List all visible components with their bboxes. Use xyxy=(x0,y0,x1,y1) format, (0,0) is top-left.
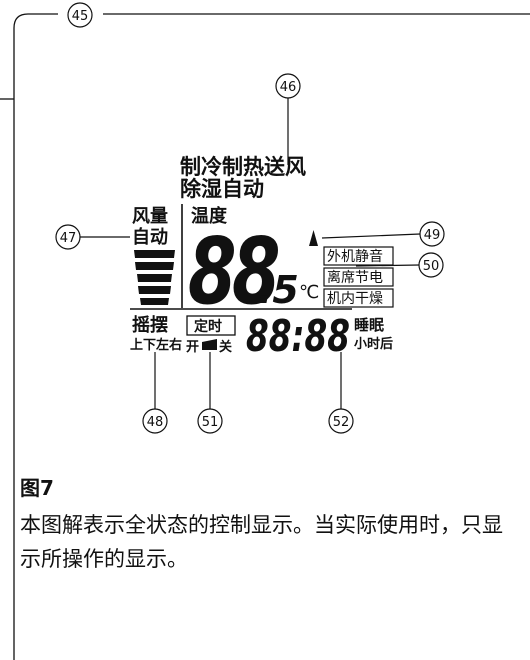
callout-45: 45 xyxy=(67,2,93,28)
triangle-indicator xyxy=(309,230,318,246)
box-inner-dry: 机内干燥 xyxy=(323,288,394,308)
fan-label: 风量 xyxy=(132,205,168,227)
temp-unit: ℃ xyxy=(299,282,319,303)
svg-text:45: 45 xyxy=(72,9,89,24)
outer-frame xyxy=(13,13,530,660)
callout-50: 50 xyxy=(418,252,444,278)
mode-line-2: 除湿自动 xyxy=(180,177,264,201)
timer-toggle-icon xyxy=(202,339,217,350)
svg-text:46: 46 xyxy=(280,80,297,95)
svg-text:52: 52 xyxy=(333,415,350,430)
leader-49 xyxy=(321,233,421,239)
swing-label: 摇摆 xyxy=(132,314,168,336)
svg-text:49: 49 xyxy=(424,228,441,243)
callout-47: 47 xyxy=(55,224,81,250)
svg-text:51: 51 xyxy=(202,415,219,430)
hours-after-label: 小时后 xyxy=(354,336,393,352)
svg-text:定时: 定时 xyxy=(194,318,222,335)
temp-digits: 88 xyxy=(188,218,278,325)
svg-text:47: 47 xyxy=(60,231,77,246)
fan-speed-bars xyxy=(134,250,175,305)
temp-decimal: .5 xyxy=(258,268,299,312)
timer-on-label: 开 xyxy=(186,340,199,355)
timer-box: 定时 xyxy=(186,315,236,336)
svg-text:外机静音: 外机静音 xyxy=(327,248,383,265)
svg-text:离席节电: 离席节电 xyxy=(327,269,383,286)
callout-49: 49 xyxy=(419,221,445,247)
figure-title: 图7 xyxy=(20,476,54,500)
callout-52: 52 xyxy=(328,408,354,434)
callout-48: 48 xyxy=(142,408,168,434)
svg-text:48: 48 xyxy=(147,415,164,430)
box-outdoor-quiet: 外机静音 xyxy=(323,246,394,266)
temp-label: 温度 xyxy=(191,205,228,227)
callout-51: 51 xyxy=(197,408,223,434)
svg-text:50: 50 xyxy=(423,259,440,274)
callout-46: 46 xyxy=(275,73,301,99)
box-away-save: 离席节电 xyxy=(323,267,394,287)
leader-50 xyxy=(355,264,420,267)
time-digits: 88:88 xyxy=(246,311,350,362)
sleep-label: 睡眠 xyxy=(354,316,384,334)
swing-directions: 上下左右 xyxy=(130,337,182,353)
svg-text:机内干燥: 机内干燥 xyxy=(327,291,383,307)
auto-label: 自动 xyxy=(132,226,168,248)
timer-off-label: 关 xyxy=(219,339,232,355)
mode-line-1: 制冷制热送风 xyxy=(180,155,306,179)
figure-caption: 本图解表示全状态的控制显示。当实际使用时，只显示所操作的显示。 xyxy=(20,513,503,571)
